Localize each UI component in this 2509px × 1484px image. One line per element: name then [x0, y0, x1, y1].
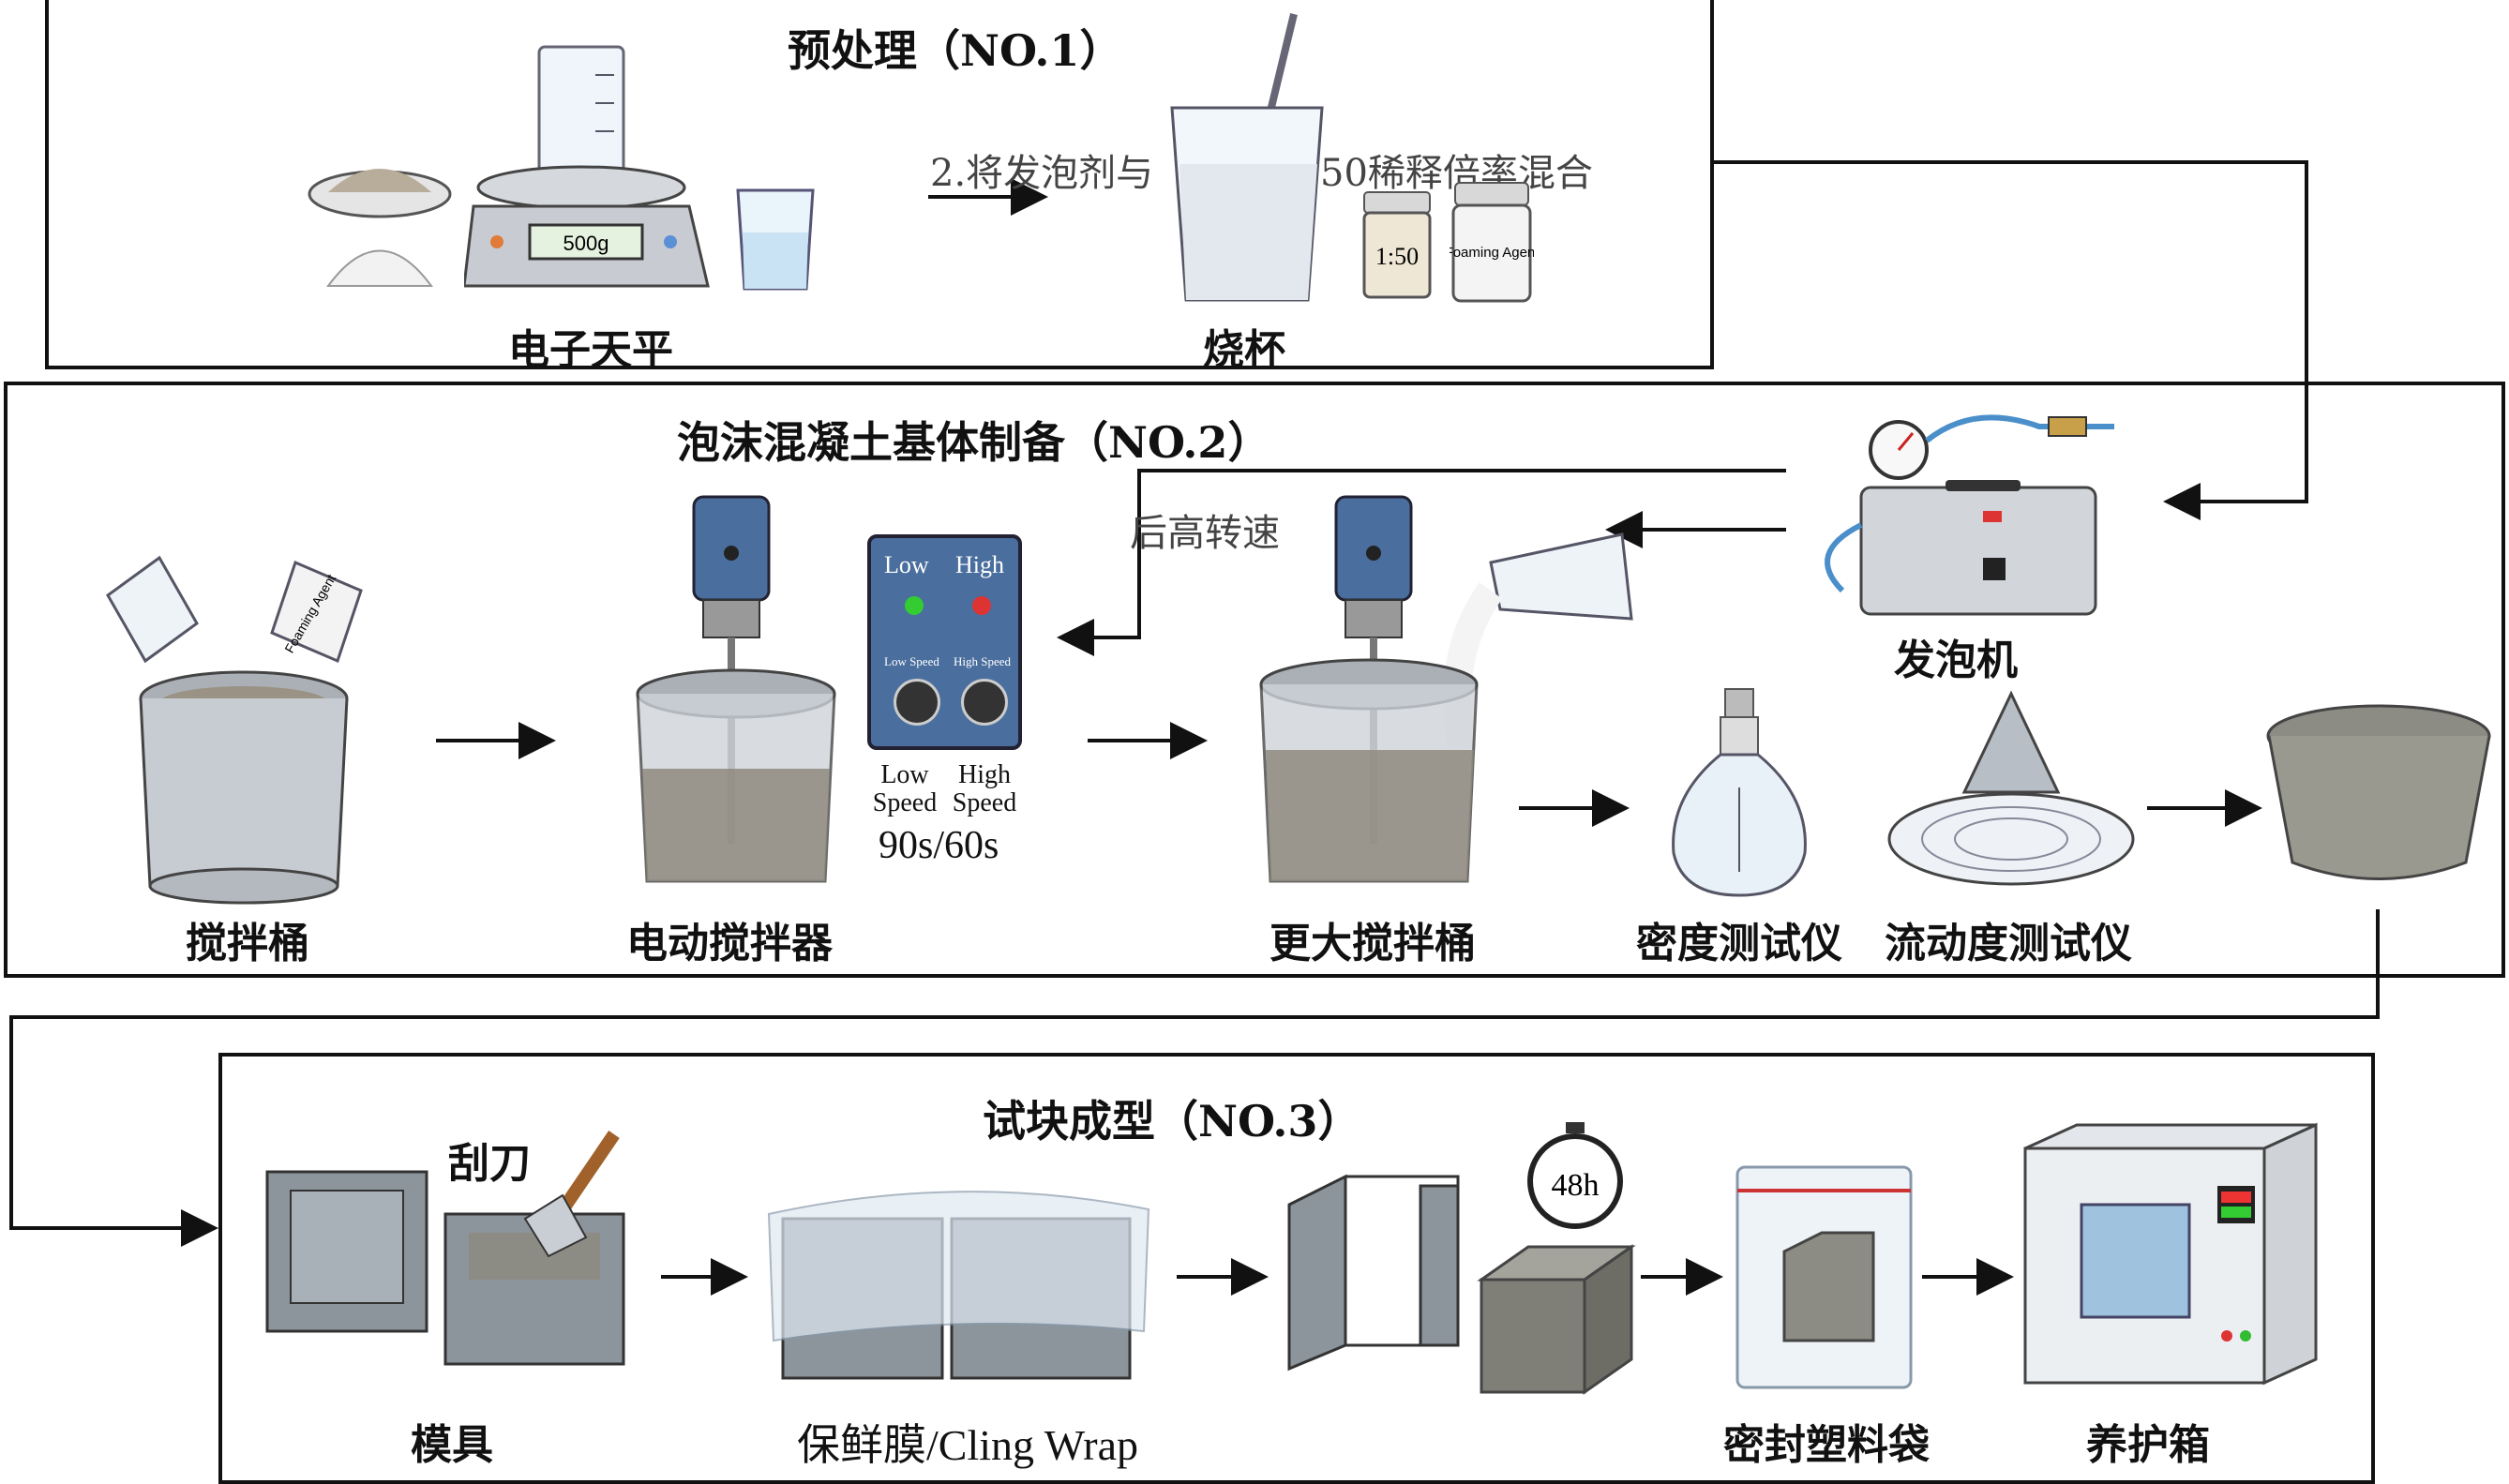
- speed-low-caption: Low Speed: [872, 760, 938, 817]
- label-cling-wrap: 保鲜膜/Cling Wrap: [797, 1421, 1139, 1469]
- controller-label-high: High: [955, 551, 1004, 578]
- low-indicator-light: [905, 596, 924, 615]
- controller-label-low-speed: Low Speed: [884, 654, 939, 668]
- timer-text: 48h: [1552, 1168, 1600, 1203]
- controller-label-low: Low: [884, 551, 929, 578]
- foaming-agent-jar-icon: Foaming Agent: [1450, 182, 1534, 303]
- after-high-speed-note: 后高转速: [1130, 512, 1280, 555]
- speed-high-caption: High Speed: [952, 760, 1017, 817]
- ratio-jar-icon: 1:50: [1362, 191, 1432, 299]
- demold-icon: [1287, 1174, 1460, 1372]
- connector-s2-to-s3: [9, 909, 2380, 1247]
- jar-agent-text: Foaming Agent: [1450, 245, 1534, 261]
- powder-dish-icon: [308, 169, 452, 287]
- label-curing-box: 养护箱: [2086, 1421, 2210, 1469]
- large-beaker-icon: [1170, 13, 1324, 302]
- controller-label-high-speed: High Speed: [954, 654, 1012, 668]
- flow-tester-icon: [1887, 690, 2135, 886]
- panel-matrix-prep: [4, 382, 2505, 978]
- speed-time-caption: 90s/60s: [879, 824, 999, 867]
- curing-box-icon: [2023, 1122, 2318, 1386]
- section-title-specimen-forming: 试块成型（NO.3）: [983, 1096, 1361, 1147]
- label-flow-tester: 流动度测试仪: [1885, 920, 2132, 967]
- jar-ratio-text: 1:50: [1375, 243, 1419, 270]
- high-indicator-light: [972, 596, 991, 615]
- concrete-cube-icon: [1477, 1244, 1636, 1395]
- mix-note-a: 2.将发泡剂与: [930, 152, 1154, 195]
- sealed-bag-icon: [1735, 1165, 1913, 1389]
- low-speed-knob: [894, 679, 940, 726]
- label-sealed-bag: 密封塑料袋: [1723, 1421, 1930, 1469]
- speed-controller-panel: Low High Low Speed High Speed: [867, 534, 1022, 750]
- electric-mixer-icon: [636, 495, 836, 883]
- section-title-matrix-prep: 泡沫混凝土基体制备（NO.2）: [677, 417, 1271, 468]
- label-mixing-bucket: 搅拌桶: [186, 920, 309, 967]
- label-density-tester: 密度测试仪: [1636, 920, 1842, 967]
- mold-icon: [265, 1131, 625, 1366]
- small-beaker-icon: [736, 188, 815, 291]
- section-title-pretreatment: 预处理（NO.1）: [788, 25, 1123, 76]
- cling-wrap-molds-icon: [767, 1191, 1150, 1380]
- label-beaker: 烧杯: [1203, 326, 1285, 374]
- label-foam-generator: 发泡机: [1894, 637, 2018, 684]
- mixing-bucket-icon: Foaming Agent: [106, 555, 363, 905]
- foam-generator-icon: [1825, 414, 2114, 616]
- label-mold: 模具: [411, 1421, 493, 1469]
- high-speed-knob: [961, 679, 1008, 726]
- timer-icon: 48h: [1527, 1122, 1623, 1229]
- label-scraper: 刮刀: [448, 1140, 531, 1188]
- large-mixing-bucket-icon: [1259, 495, 1633, 883]
- density-tester-icon: [1672, 688, 1807, 897]
- label-large-mixing-bucket: 更大搅拌桶: [1270, 920, 1476, 967]
- electronic-balance-icon: 500g: [464, 45, 710, 288]
- foam-concrete-bowl-icon: [2266, 704, 2491, 880]
- label-electronic-balance: 电子天平: [508, 326, 673, 374]
- arrow-foamgen-to-mixer: [1057, 469, 1786, 656]
- connector-s1-to-s2: [1714, 160, 2308, 520]
- balance-readout: 500g: [563, 232, 609, 255]
- label-electric-mixer: 电动搅拌器: [626, 920, 833, 967]
